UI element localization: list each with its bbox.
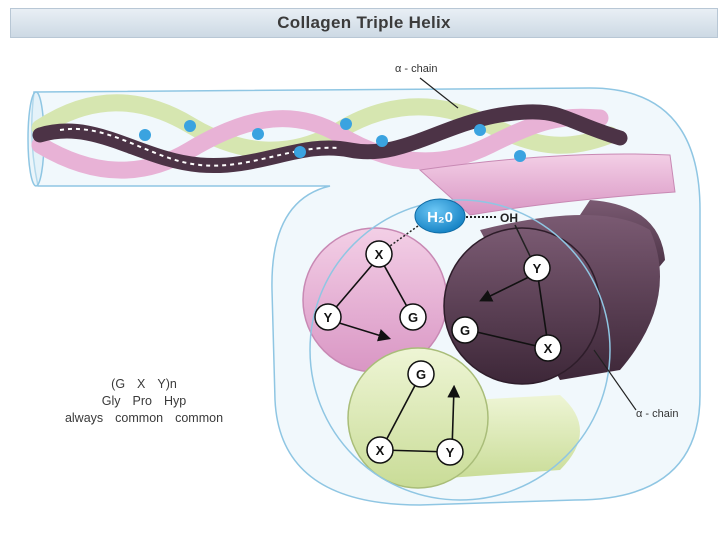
node-label: X xyxy=(544,341,553,356)
formula-token: common xyxy=(175,411,224,425)
formula-token: (G xyxy=(111,377,126,391)
diagram-title: Collagen Triple Helix xyxy=(277,13,451,32)
formula-token: X xyxy=(137,377,146,391)
hydroxyl-label: OH xyxy=(500,211,518,225)
alpha-chain-label-top: α - chain xyxy=(395,63,437,75)
alpha-chain-pointer-top xyxy=(419,77,459,109)
purple-node-left: G xyxy=(451,316,479,344)
formula-token: Pro xyxy=(132,394,152,408)
gly-pro-hyp-formula: (G X Y)n Gly Pro Hyp always common commo… xyxy=(44,376,244,427)
formula-line-1: (G X Y)n xyxy=(44,376,244,393)
node-label: Y xyxy=(533,261,542,276)
green-node-left: X xyxy=(366,436,394,464)
node-label: G xyxy=(460,323,470,338)
pink-node-left: Y xyxy=(314,303,342,331)
alpha-chain-label-right: α - chain xyxy=(636,408,678,420)
title-banner: Collagen Triple Helix xyxy=(10,8,718,38)
formula-line-2: Gly Pro Hyp xyxy=(44,393,244,410)
formula-token: Gly xyxy=(101,394,121,408)
node-label: Y xyxy=(324,310,333,325)
purple-node-right: X xyxy=(534,334,562,362)
node-label: G xyxy=(416,367,426,382)
node-label: Y xyxy=(446,445,455,460)
water-label: H₂0 xyxy=(427,209,453,226)
formula-line-3: always common common xyxy=(44,410,244,427)
node-label: G xyxy=(408,310,418,325)
node-label: X xyxy=(375,247,384,262)
fibril-outline xyxy=(309,199,611,501)
formula-token: Y)n xyxy=(157,377,177,391)
water-molecule: H₂0 xyxy=(389,198,531,257)
pink-chain-cross-section xyxy=(302,227,448,373)
pink-node-top: X xyxy=(365,240,393,268)
node-label: X xyxy=(376,443,385,458)
formula-token: Hyp xyxy=(163,394,187,408)
purple-node-top: Y xyxy=(523,254,551,282)
pink-node-right: G xyxy=(399,303,427,331)
purple-chain-cross-section xyxy=(443,227,601,385)
alpha-chain-pointer-right xyxy=(593,349,637,411)
hydrogen-bond-markers xyxy=(139,118,526,162)
green-node-right: Y xyxy=(436,438,464,466)
formula-token: common xyxy=(115,411,164,425)
green-node-top: G xyxy=(407,360,435,388)
formula-token: always xyxy=(64,411,104,425)
